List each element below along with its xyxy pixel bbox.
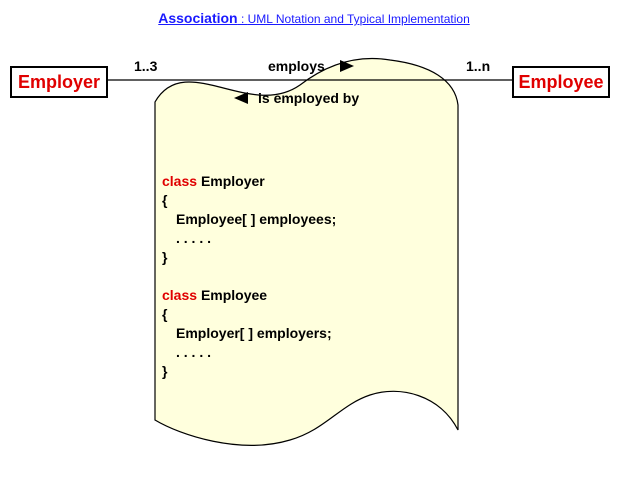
code-blank-line [162,267,336,286]
reverse-role-label: is employed by [258,90,360,106]
code-line-class-employee: class Employee [162,286,336,305]
employee-class-box: Employee [512,66,610,98]
title-separator: : [237,12,248,26]
code-ellipsis: . . . . . [176,230,212,246]
code-field: Employee[ ] employees; [176,211,337,227]
code-close-brace: } [162,363,168,379]
code-line-class-employer: class Employer [162,172,336,191]
employer-class-box: Employer [10,66,108,98]
code-keyword: class [162,173,198,189]
code-scroll-shape [154,57,459,446]
code-close-brace: } [162,249,168,265]
title-subtitle: UML Notation and Typical Implementation [247,12,470,26]
left-multiplicity: 1..3 [134,58,158,74]
code-open-brace: { [162,192,168,208]
diagram-title: Association : UML Notation and Typical I… [0,10,628,26]
code-class-name: Employee [200,287,268,303]
code-keyword: class [162,287,198,303]
forward-arrow-icon [340,60,354,72]
forward-role-label: employs [268,58,325,74]
title-main: Association [158,10,238,26]
code-open-brace: { [162,306,168,322]
code-ellipsis: . . . . . [176,344,212,360]
code-listing: class Employer { Employee[ ] employees; … [162,172,336,381]
code-class-name: Employer [200,173,265,189]
right-multiplicity: 1..n [466,58,491,74]
code-field: Employer[ ] employers; [176,325,332,341]
reverse-arrow-icon [234,92,248,104]
